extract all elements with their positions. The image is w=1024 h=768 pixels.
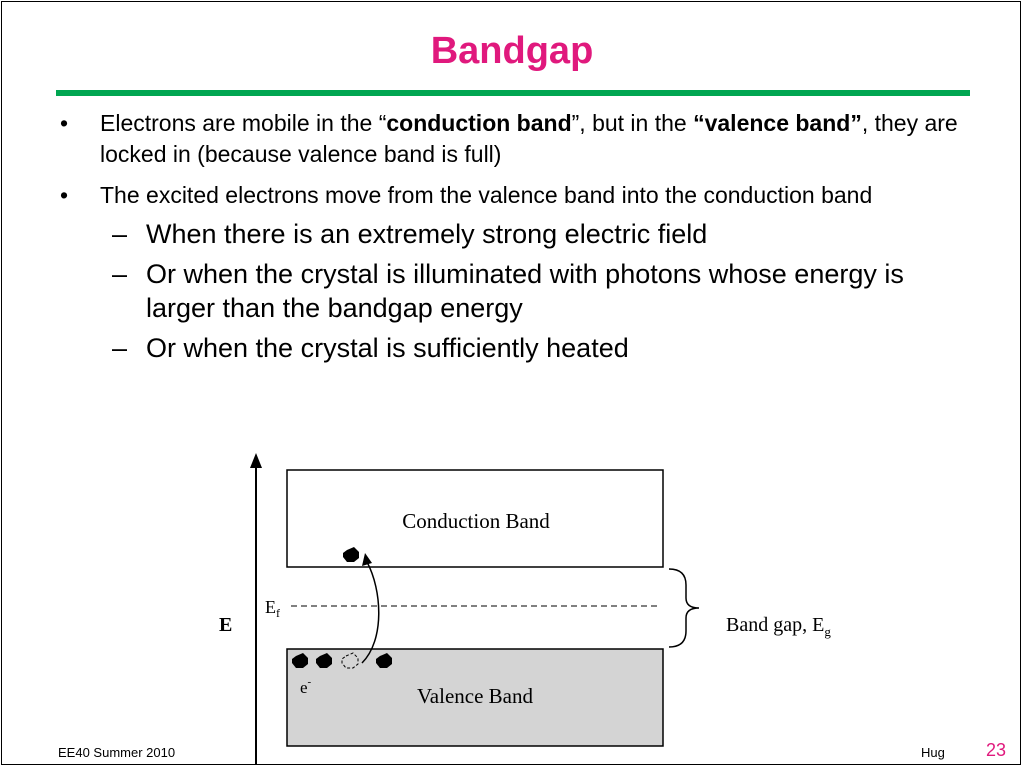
excitation-arrow [361,561,380,664]
sub-bullet-marker: – [112,219,128,249]
band-diagram: E Conduction Band Valence Band Ef Band g… [219,453,831,765]
footer-author: Hug [921,745,945,760]
excited-electron-dot [343,547,359,562]
sub-bullet-text: When there is an extremely strong electr… [146,219,708,249]
sub-bullet-item: – When there is an extremely strong elec… [58,217,978,251]
energy-axis-arrowhead [250,453,262,468]
valence-band [286,648,664,747]
electron-dot [376,653,392,668]
bullet-marker: • [60,182,69,208]
bullet-marker: • [60,110,69,136]
electron-dot [292,653,308,668]
sub-bullet-text: Or when the crystal is illuminated with … [146,259,904,323]
excitation-arrowhead [362,553,372,566]
conduction-band-label: Conduction Band [402,509,550,533]
hole-dot [341,652,359,669]
sub-bullet-item: – Or when the crystal is sufficiently he… [58,331,978,365]
sub-bullet-marker: – [112,333,128,363]
bullet-text: The excited electrons move from the vale… [100,182,873,208]
electron-label: e- [300,676,312,697]
footer-course: EE40 Summer 2010 [58,745,176,760]
title-divider [56,90,970,96]
sub-bullet-text: Or when the crystal is sufficiently heat… [146,333,629,363]
bullet-text: Electrons are mobile in the “conduction … [100,110,958,167]
valence-band-label: Valence Band [417,684,534,708]
bullet-list: • Electrons are mobile in the “conductio… [58,108,978,371]
slide-number: 23 [986,740,1007,760]
electron-dot [316,653,332,668]
fermi-level-label: Ef [265,597,280,620]
sub-bullet-item: – Or when the crystal is illuminated wit… [58,257,978,325]
energy-axis-label: E [219,614,232,636]
band-gap-label: Band gap, Eg [726,614,831,639]
bullet-item: • Electrons are mobile in the “conductio… [58,108,978,170]
sub-bullet-marker: – [112,259,128,289]
slide-title: Bandgap [430,30,594,72]
band-gap-brace [668,568,700,648]
bullet-item: • The excited electrons move from the va… [58,180,978,211]
